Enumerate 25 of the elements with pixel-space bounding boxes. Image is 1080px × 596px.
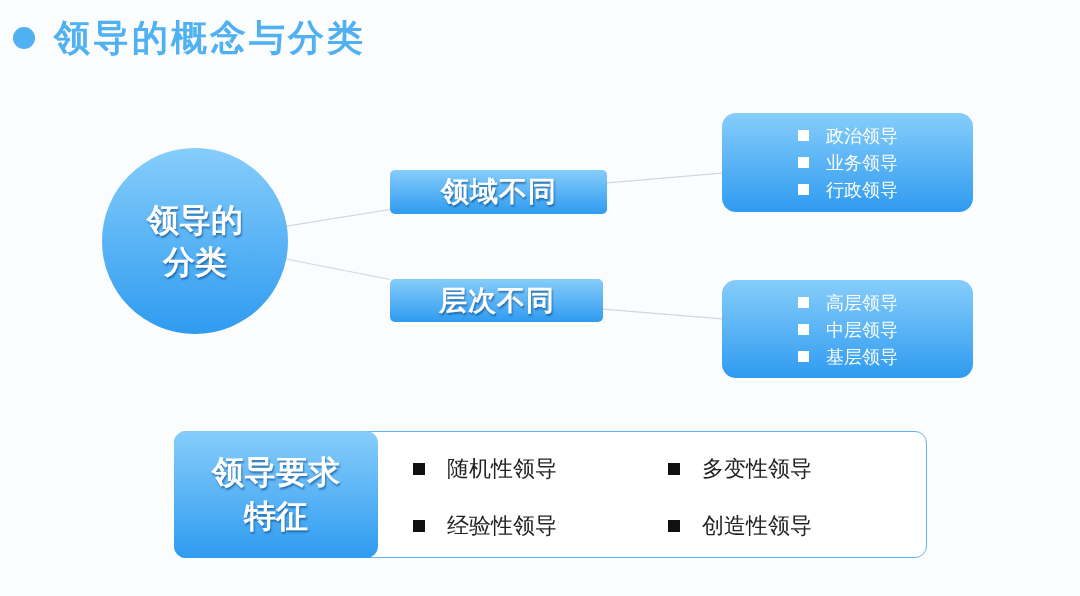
list-item: 高层领导 (797, 288, 898, 316)
feature-panel (174, 431, 927, 558)
title: 领导的概念与分类 (54, 16, 366, 60)
list-item: 行政领导 (797, 176, 898, 203)
list-item: 政治领导 (797, 122, 898, 149)
list-item: 随机性领导 (413, 454, 557, 484)
list-item: 基层领导 (797, 342, 898, 370)
connector-line (286, 208, 391, 227)
list-item: 多变性领导 (668, 454, 812, 484)
connector-line (606, 172, 723, 184)
circle-label: 领导的分类 (145, 200, 244, 283)
category-box (390, 170, 607, 214)
connector-line (602, 308, 723, 320)
box-label: 层次不同 (438, 282, 555, 319)
list-item: 经验性领导 (413, 511, 557, 541)
list-item: 中层领导 (797, 315, 898, 343)
box-label: 领域不同 (440, 174, 557, 210)
connector-line (285, 258, 391, 281)
list-box (722, 113, 973, 212)
list-item: 业务领导 (797, 149, 898, 176)
list-item: 创造性领导 (668, 511, 812, 541)
heading-label: 领导要求特征 (210, 452, 341, 537)
list-box (722, 280, 973, 378)
category-box (390, 279, 603, 322)
heading-box (173, 430, 378, 558)
